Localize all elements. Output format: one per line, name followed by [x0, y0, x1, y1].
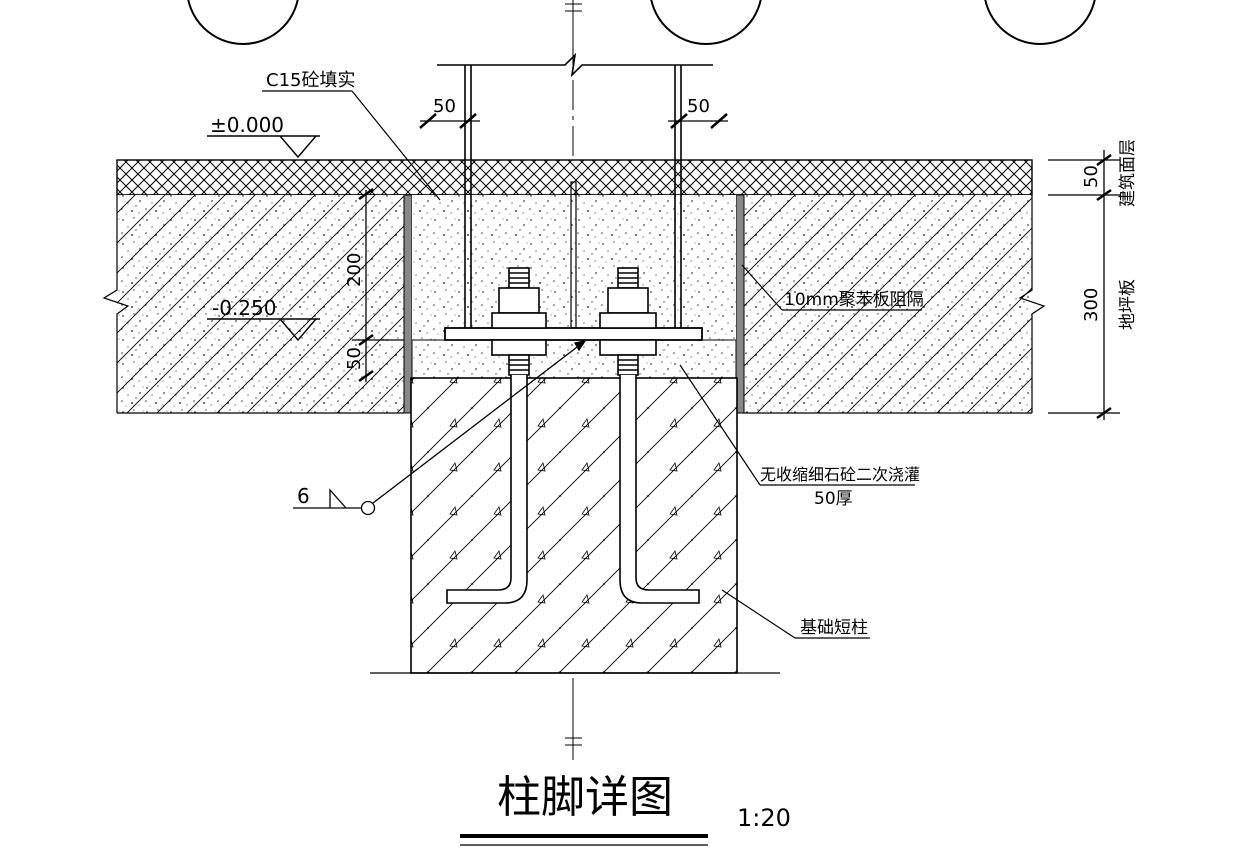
dimension-right-offset — [668, 113, 728, 129]
dimension-right-vertical — [1048, 150, 1120, 420]
drawing-title: 柱脚详图 — [497, 772, 673, 823]
steel-column — [437, 52, 713, 329]
slab-left — [117, 195, 404, 413]
label-weld: 6 — [297, 484, 310, 508]
dimension-surface-layer: 50 — [1081, 165, 1102, 188]
surface-layer — [116, 159, 1033, 196]
c15-fill — [412, 195, 736, 340]
section-circle-left — [187, 0, 299, 45]
grout-layer — [411, 339, 737, 379]
level-marker-base — [207, 318, 320, 342]
leader-fill-concrete — [262, 90, 441, 201]
label-surface-layer: 建筑面层 — [1118, 139, 1138, 207]
leader-isolation — [741, 264, 922, 311]
level-marker-top — [207, 135, 320, 159]
leader-stub-column — [721, 589, 870, 639]
base-plate — [444, 327, 703, 341]
anchor-bolt-right — [599, 267, 700, 604]
leader-grout — [679, 364, 915, 486]
dimension-right-offset-value: 50 — [687, 96, 710, 117]
dimension-depth-50: 50 — [344, 347, 365, 370]
section-circle-middle — [650, 0, 762, 45]
dimension-left-offset — [419, 113, 480, 129]
label-stub-column: 基础短柱 — [800, 618, 868, 638]
slab-right — [742, 195, 1032, 413]
dimension-left-offset-value: 50 — [433, 96, 456, 117]
level-label-base: -0.250 — [212, 296, 276, 320]
dimension-left-vertical — [352, 187, 404, 383]
stub-column — [410, 377, 738, 674]
level-label-top: ±0.000 — [210, 113, 284, 137]
section-circle-right — [984, 0, 1096, 45]
anchor-bolt-left — [446, 267, 547, 604]
break-mark-left — [102, 195, 130, 413]
weld-symbol — [293, 340, 587, 516]
dimension-slab: 300 — [1081, 288, 1102, 322]
dimension-depth-200: 200 — [344, 253, 365, 287]
label-fill-concrete: C15砼填实 — [266, 70, 355, 91]
label-slab: 地坪板 — [1118, 279, 1138, 330]
label-grout-line1: 无收缩细石砼二次浇灌 — [760, 465, 920, 484]
label-grout-line2: 50厚 — [814, 489, 853, 509]
label-isolation: 10mm聚苯板阻隔 — [784, 290, 924, 310]
drawing-scale: 1:20 — [737, 804, 791, 832]
break-mark-right — [1018, 195, 1046, 413]
